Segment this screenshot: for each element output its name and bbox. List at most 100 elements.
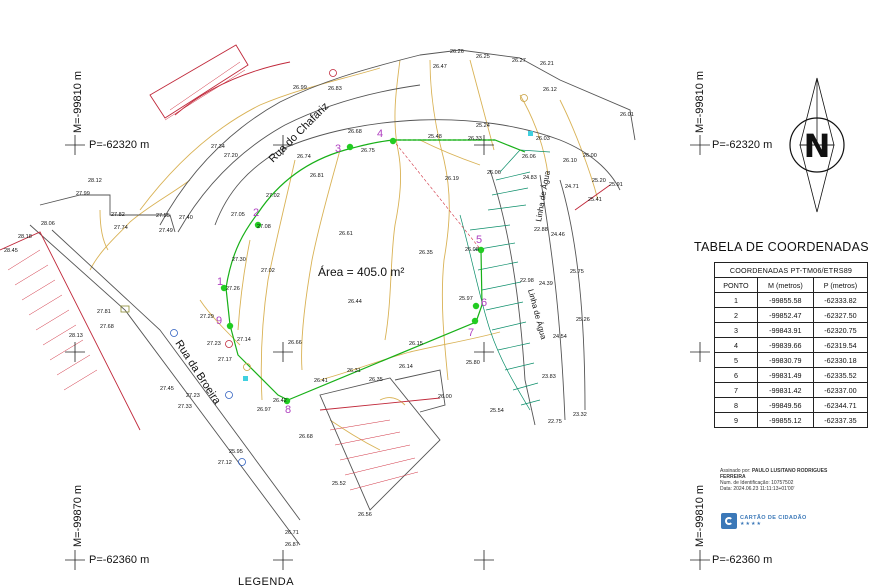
elevation-label: 27.81 <box>97 309 111 315</box>
point-label: 9 <box>216 315 222 327</box>
elevation-label: 25.54 <box>490 408 504 414</box>
point-label: 5 <box>476 234 482 246</box>
elevation-label: 27.26 <box>226 286 240 292</box>
elevation-label: 26.10 <box>563 158 577 164</box>
elevation-label: 27.02 <box>266 193 280 199</box>
elevation-label: 28.12 <box>88 178 102 184</box>
elevation-label: 24.46 <box>551 232 565 238</box>
elevation-label: 26.74 <box>297 154 311 160</box>
street-boundaries <box>0 44 611 431</box>
elevation-label: 26.08 <box>465 247 479 253</box>
elevation-label: 24.71 <box>565 184 579 190</box>
table-row: 2-99852.47-62327.50 <box>714 307 869 323</box>
table-cell: 5 <box>714 352 758 368</box>
elevation-label: 25.80 <box>466 360 480 366</box>
table-cell: 2 <box>714 307 758 323</box>
elevation-label: 22.98 <box>520 278 534 284</box>
elevation-label: 28.45 <box>4 248 18 254</box>
elevation-label: 27.99 <box>76 191 90 197</box>
elevation-label: 26.75 <box>361 148 375 154</box>
grid-label-p-top-right: P=-62320 m <box>712 139 773 151</box>
north-label: N <box>804 127 831 165</box>
elevation-label: 24.39 <box>539 281 553 287</box>
grid-label-p-bottom-right: P=-62360 m <box>712 554 773 566</box>
elevation-label: 26.35 <box>369 377 383 383</box>
elevation-label: 26.56 <box>358 512 372 518</box>
street-outlines <box>29 49 636 546</box>
table-cell: -62337.00 <box>812 382 869 398</box>
elevation-label: 26.06 <box>522 154 536 160</box>
citizen-card-logo: CARTÃO DE CIDADÃO ★★★★ <box>721 513 807 529</box>
elevation-label: 26.00 <box>583 153 597 159</box>
elevation-label: 26.47 <box>433 64 447 70</box>
signature-id: Num. de Identificação: 10757502 <box>720 480 794 486</box>
signature-label: Assinado por: <box>720 468 751 474</box>
elevation-label: 26.14 <box>399 364 413 370</box>
table-cell: 7 <box>714 382 758 398</box>
elevation-label: 27.29 <box>200 314 214 320</box>
coordinates-table: COORDENADAS PT-TM06/ETRS89 PONTO M (metr… <box>714 262 869 428</box>
elevation-label: 26.00 <box>438 394 452 400</box>
elevation-label: 26.03 <box>536 136 550 142</box>
elevation-label: 27.55 <box>156 213 170 219</box>
point-label: 7 <box>468 327 474 339</box>
elevation-label: 27.20 <box>224 153 238 159</box>
table-row: 9-99855.12-62337.35 <box>714 412 869 428</box>
parcel-boundary <box>225 139 526 401</box>
elevation-label: 25.41 <box>588 197 602 203</box>
citizen-card-icon <box>721 513 737 529</box>
elevation-label: 26.01 <box>620 112 634 118</box>
elevation-label: 27.40 <box>179 215 193 221</box>
grid-label-m-top-right: M=-99810 m <box>694 70 706 133</box>
map-symbols <box>120 69 533 466</box>
column-header: PONTO <box>714 277 758 293</box>
elevation-label: 27.30 <box>232 257 246 263</box>
elevation-label: 22.88 <box>534 227 548 233</box>
elevation-label: 28.18 <box>18 234 32 240</box>
elevation-label: 27.68 <box>100 324 114 330</box>
signature-name: PAULO LUSITANO RODRIGUES FERREIRA <box>720 468 828 480</box>
elevation-label: 28.06 <box>41 221 55 227</box>
elevation-label: 26.31 <box>347 368 361 374</box>
elevation-label: 26.83 <box>328 86 342 92</box>
water-line <box>459 149 551 411</box>
legend-heading: LEGENDA <box>238 576 295 588</box>
elevation-label: 27.02 <box>261 268 275 274</box>
elevation-label: 25.95 <box>229 449 243 455</box>
elevation-label: 26.87 <box>285 542 299 548</box>
elevation-label: 25.26 <box>576 317 590 323</box>
parcel-dashed-edge <box>392 139 482 251</box>
table-cell: -62333.82 <box>812 292 869 308</box>
elevation-label: 23.83 <box>542 374 556 380</box>
coordinates-panel: TABELA DE COORDENADAS COORDENADAS PT-TM0… <box>692 240 870 428</box>
area-label: Área = 405.0 m² <box>318 264 404 279</box>
elevation-label: 27.05 <box>231 212 245 218</box>
elevation-label: 27.45 <box>160 386 174 392</box>
contour-lines <box>89 59 599 451</box>
elevation-label: 27.12 <box>218 460 232 466</box>
table-row: 6-99831.49-62335.52 <box>714 367 869 383</box>
grid-label-m-bottom-right: M=-99810 m <box>694 484 706 547</box>
elevation-label: 26.71 <box>285 530 299 536</box>
table-cell: -62330.18 <box>812 352 869 368</box>
elevation-label: 27.74 <box>114 225 128 231</box>
column-header: P (metros) <box>812 277 869 293</box>
elevation-label: 26.68 <box>299 434 313 440</box>
elevation-label: 27.14 <box>237 337 251 343</box>
elevation-label: 22.75 <box>548 419 562 425</box>
north-arrow <box>789 77 845 213</box>
elevation-label: 26.66 <box>288 340 302 346</box>
table-row: 4-99839.66-62319.54 <box>714 337 869 353</box>
elevation-label: 26.21 <box>540 61 554 67</box>
elevation-label: 25.97 <box>459 296 473 302</box>
elevation-label: 26.33 <box>468 136 482 142</box>
table-cell: -62319.54 <box>812 337 869 353</box>
hatched-areas <box>7 61 419 491</box>
point-label: 4 <box>377 128 383 140</box>
elevation-label: 23.32 <box>573 412 587 418</box>
coordinate-system: COORDENADAS PT-TM06/ETRS89 <box>714 262 868 278</box>
water-line-label-1: Linha de Água <box>534 169 552 222</box>
coordinates-title: TABELA DE COORDENADAS <box>694 240 869 254</box>
table-cell: -99855.12 <box>756 412 814 428</box>
